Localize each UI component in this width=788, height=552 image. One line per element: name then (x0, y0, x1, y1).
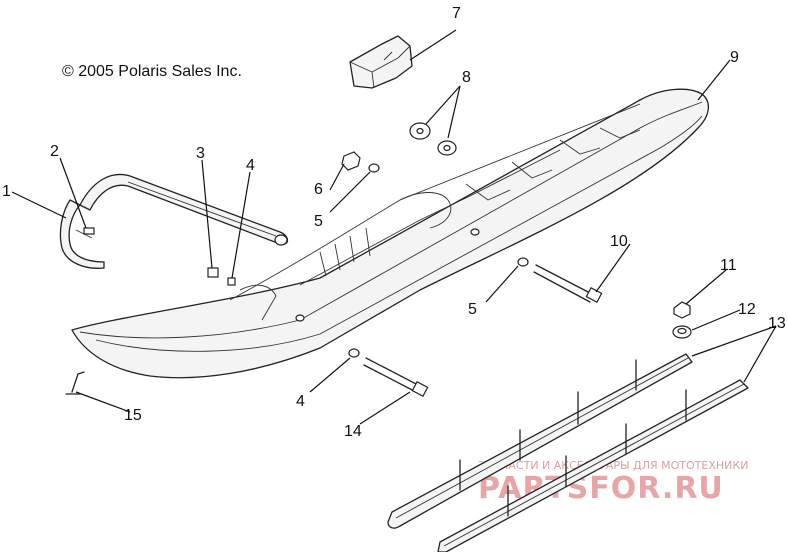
callout-1: 1 (2, 183, 11, 200)
runner-nut-washer (672, 301, 692, 339)
pin-part (65, 371, 85, 395)
callout-5-lower: 5 (468, 301, 477, 318)
ski-handle-loop (59, 173, 289, 269)
watermark-logo-text: PARTSFOR.RU (478, 471, 724, 506)
ski-bumper-cap (349, 35, 413, 89)
callout-12: 12 (738, 301, 756, 318)
callout-6: 6 (314, 181, 323, 198)
carbide-runners (387, 353, 749, 552)
callout-9: 9 (730, 49, 739, 66)
spindle-nut-washer (341, 151, 380, 173)
callout-7: 7 (452, 5, 461, 22)
callout-5: 5 (314, 213, 323, 230)
spindle-bolt (517, 257, 603, 304)
callout-15: 15 (124, 407, 142, 424)
callout-8: 8 (462, 69, 471, 86)
callout-2: 2 (50, 143, 59, 160)
callout-14: 14 (344, 423, 362, 440)
callout-10: 10 (610, 233, 628, 250)
callout-13: 13 (768, 315, 786, 332)
ski-body (71, 88, 709, 379)
handle-hardware (207, 267, 236, 286)
callout-3: 3 (196, 145, 205, 162)
callout-11: 11 (720, 257, 737, 274)
washer-pair (409, 122, 457, 156)
leader-lines (11, 29, 777, 425)
callout-4-lower: 4 (296, 393, 305, 410)
copyright-text: © 2005 Polaris Sales Inc. (62, 63, 242, 80)
watermark-tagline: ЗАПЧАСТИ И АКСЕССУАРЫ ДЛЯ МОТОТЕХНИКИ (478, 459, 748, 472)
callout-4: 4 (246, 157, 255, 174)
callout-numbers: 1 2 3 4 6 5 7 8 9 10 5 11 12 13 4 14 15 (2, 5, 786, 440)
lower-bolt (348, 348, 429, 398)
